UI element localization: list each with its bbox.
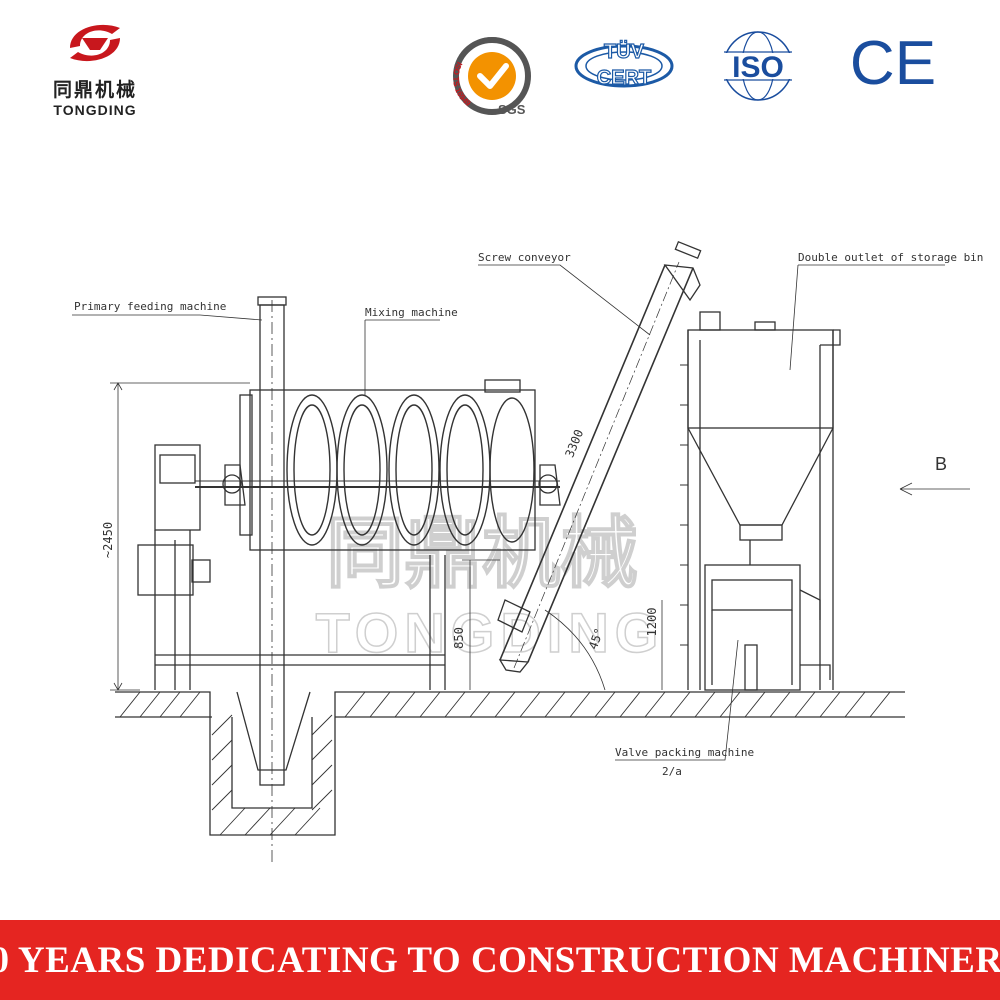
slogan-text: 20 YEARS DEDICATING TO CONSTRUCTION MACH… — [0, 939, 1000, 981]
label-storage-bin: Double outlet of storage bin — [798, 251, 983, 264]
mixing-machine — [137, 379, 561, 690]
callout-labels: Primary feeding machine Mixing machine S… — [74, 251, 983, 778]
dim-850: 850 — [452, 627, 466, 649]
valve-packing-machine — [704, 540, 831, 691]
mixer-ribbons — [286, 394, 535, 546]
tuv-label-top: TÜV — [604, 40, 645, 63]
dim-1200: 1200 — [645, 608, 659, 637]
screw-conveyor — [497, 240, 702, 673]
ground — [115, 691, 905, 836]
label-mixing: Mixing machine — [365, 306, 458, 319]
dim-screw-length: 3300 — [562, 427, 586, 459]
brand-name-en: TONGDING — [53, 102, 137, 118]
brand-logo: 同鼎机械 TONGDING — [30, 18, 160, 118]
storage-bin — [680, 311, 841, 690]
view-b-label: B — [935, 454, 947, 474]
dimensions — [110, 382, 970, 691]
slogan-banner: 20 YEARS DEDICATING TO CONSTRUCTION MACH… — [0, 920, 1000, 1000]
watermark-en: TONGDING — [316, 601, 665, 664]
dim-total-height: ~2450 — [101, 522, 115, 558]
sgs-certification-icon: SYSTEM CERTIFICATION ISO TS 16949 SGS — [451, 37, 531, 117]
iso-certification-icon: ISO — [715, 31, 801, 101]
ce-label: CE — [850, 29, 936, 98]
tuv-certification-icon: TÜV CERT — [574, 39, 674, 90]
label-primary-feeding: Primary feeding machine — [74, 300, 226, 313]
ground-hatching — [119, 691, 891, 836]
brand-name-cn: 同鼎机械 — [52, 79, 137, 101]
label-screw: Screw conveyor — [478, 251, 571, 264]
iso-label: ISO — [732, 51, 784, 84]
plant-layout-drawing: 同鼎机械 TONGDING — [72, 240, 983, 865]
leader-lines — [72, 264, 945, 761]
label-valve-packing: Valve packing machine — [615, 746, 754, 759]
tongding-logo-icon — [70, 24, 120, 62]
sgs-label: SGS — [498, 102, 526, 117]
ce-certification-icon: CE — [850, 29, 936, 98]
tuv-label-bottom: CERT — [597, 67, 651, 89]
primary-feeding-machine — [236, 296, 311, 865]
label-valve-packing-sub: 2/a — [662, 765, 682, 778]
dim-angle: 45° — [586, 626, 607, 651]
